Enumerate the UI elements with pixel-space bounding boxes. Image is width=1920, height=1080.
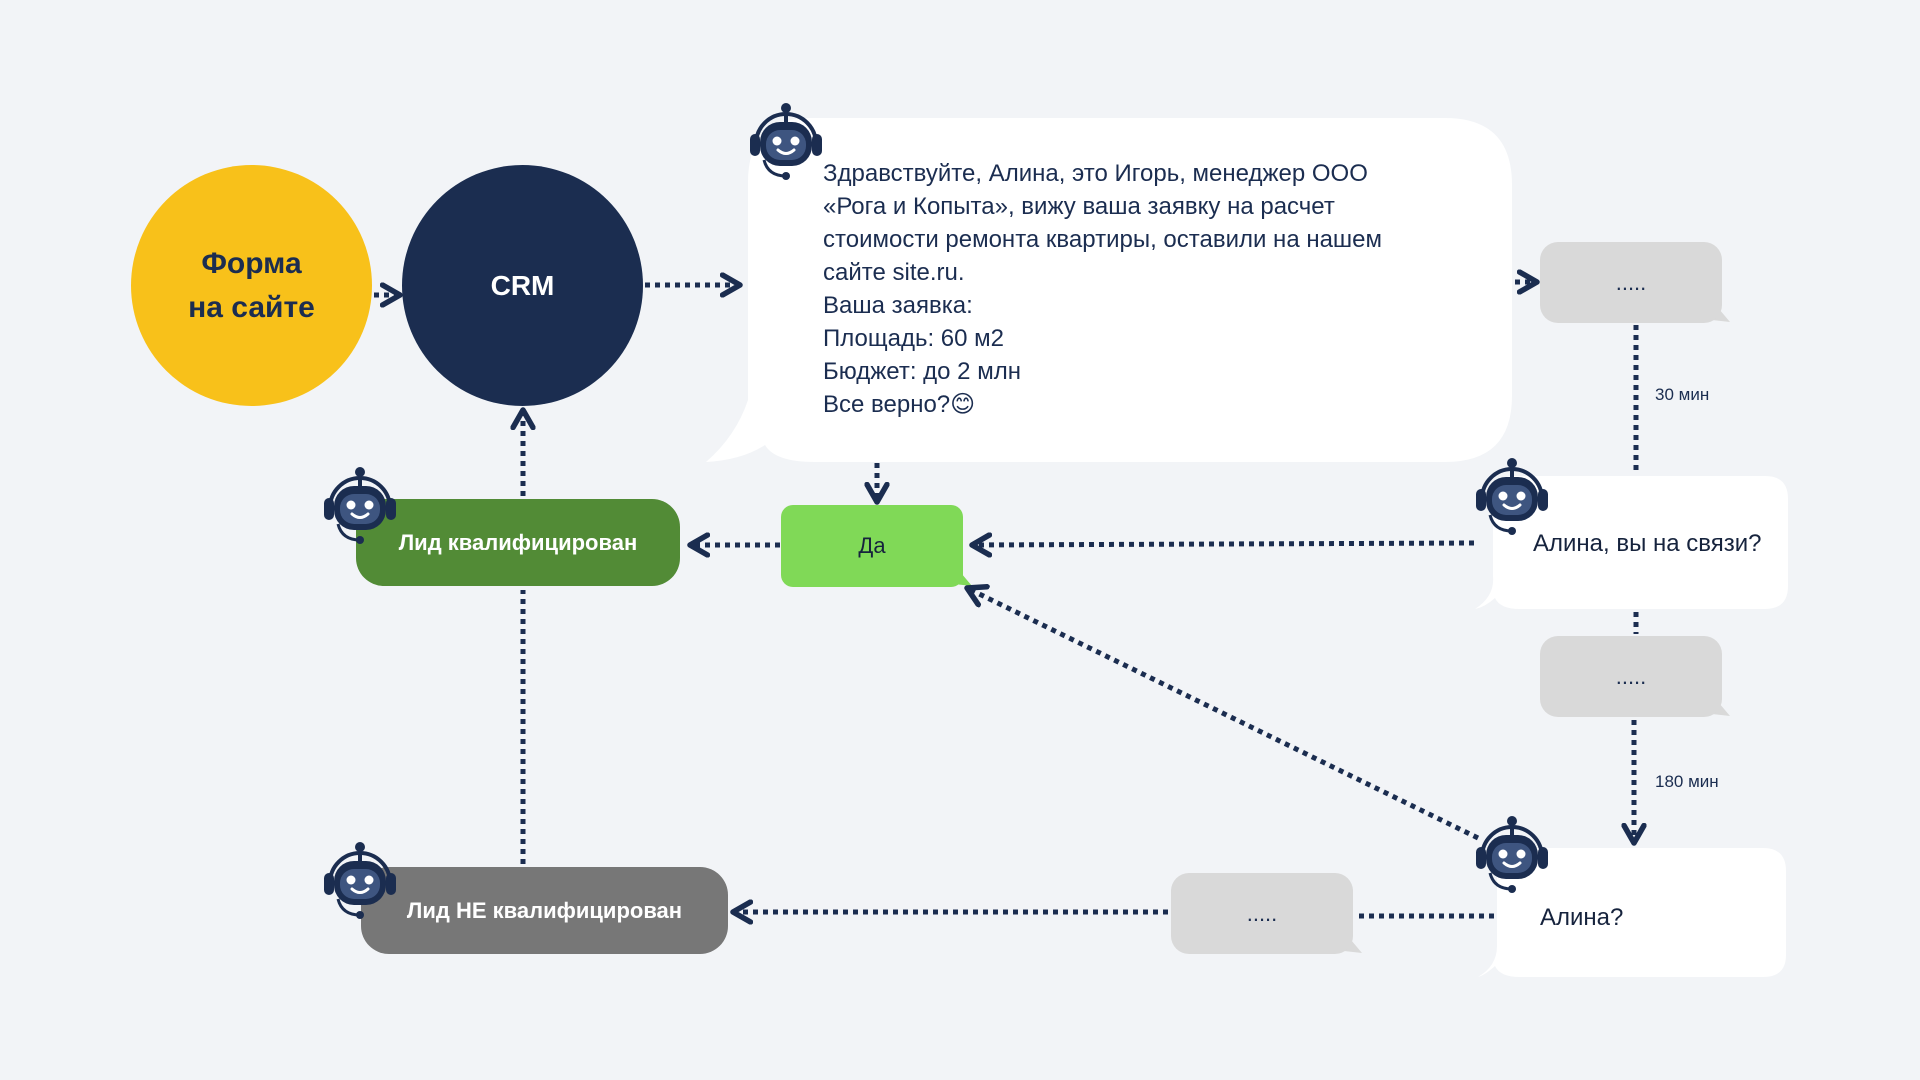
lead-not-qualified-label: Лид НЕ квалифицирован (406, 897, 683, 923)
timer-180-min: 180 мин (1655, 772, 1719, 791)
typing-dots-1: ..... (1615, 269, 1647, 295)
lead-qualified-label: Лид квалифицирован (398, 529, 638, 555)
greeting-line: сайте site.ru. (823, 259, 965, 286)
robot-icon (1474, 456, 1550, 537)
form-on-site-node: Форма на сайте (131, 165, 372, 406)
yes-reply-bubble: Да (781, 505, 963, 587)
typing-bubble-2: ..... (1540, 636, 1722, 717)
greeting-message: Здравствуйте, Алина, это Игорь, менеджер… (823, 157, 1423, 421)
yes-label: Да (858, 533, 886, 558)
crm-node: CRM (402, 165, 643, 406)
form-node-line1: Форма (201, 246, 302, 280)
greeting-line: стоимости ремонта квартиры, оставили на … (823, 226, 1383, 253)
form-node-line2: на сайте (188, 290, 315, 324)
robot-icon (322, 465, 398, 546)
lead-qualified-node: Лид квалифицирован (356, 499, 680, 586)
lead-not-qualified-node: Лид НЕ квалифицирован (361, 867, 728, 954)
greeting-line: Все верно?😊 (823, 391, 976, 418)
robot-icon (1474, 814, 1550, 895)
greeting-line: «Рога и Копыта», вижу ваша заявку на рас… (823, 193, 1335, 220)
follow-up-message-2: Алина? (1540, 904, 1624, 931)
follow-up-message-1: Алина, вы на связи? (1533, 530, 1762, 557)
link-followup1-yes (972, 543, 1475, 545)
crm-label: CRM (490, 269, 555, 301)
greeting-bubble (706, 118, 1512, 462)
follow-up-bubble-2 (1478, 848, 1786, 977)
typing-bubble-1: ..... (1540, 242, 1722, 323)
link-followup2-yes (967, 588, 1480, 841)
greeting-line: Площадь: 60 м2 (823, 325, 1005, 352)
typing-bubble-3: ..... (1171, 873, 1353, 954)
typing-dots-2: ..... (1615, 663, 1647, 689)
timer-30-min: 30 мин (1655, 385, 1710, 404)
robot-icon (748, 101, 824, 182)
greeting-line: Бюджет: до 2 млн (823, 358, 1021, 385)
robot-icon (322, 840, 398, 921)
greeting-line: Здравствуйте, Алина, это Игорь, менеджер… (823, 160, 1368, 187)
typing-dots-3: ..... (1246, 900, 1278, 926)
follow-up-bubble-1 (1475, 476, 1788, 609)
greeting-line: Ваша заявка: (823, 292, 973, 319)
